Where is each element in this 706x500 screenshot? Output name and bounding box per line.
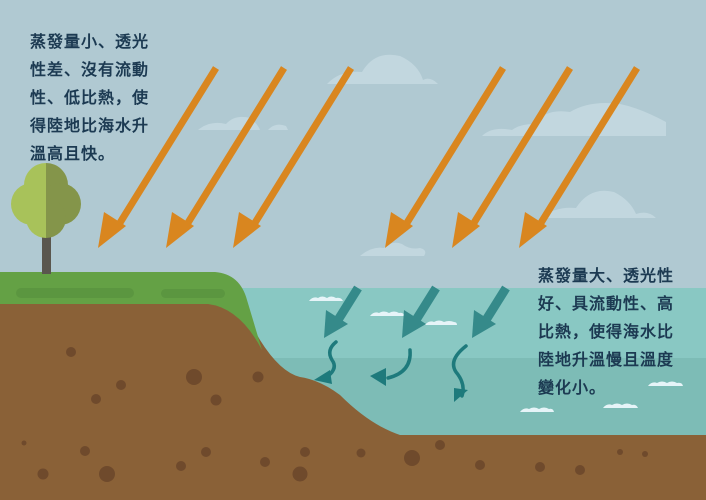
tree <box>11 163 81 274</box>
sea-caption-line: 蒸發量大、透光性 <box>538 266 675 285</box>
land-caption-line: 性差、沒有流動 <box>30 60 150 79</box>
land-caption-line: 溫高且快。 <box>30 144 116 163</box>
soil-pebbles <box>21 347 648 482</box>
land-caption-line: 蒸發量小、透光 <box>30 32 150 51</box>
tree-trunk <box>42 236 51 274</box>
tree-canopy <box>11 163 81 238</box>
land-caption: 蒸發量小、透光 性差、沒有流動 性、低比熱，使 得陸地比海水升 溫高且快。 <box>30 28 149 168</box>
land-caption-line: 得陸地比海水升 <box>30 116 150 135</box>
current-arrow <box>326 340 338 378</box>
cloud <box>482 103 666 136</box>
sea-foam <box>309 296 683 412</box>
cloud <box>268 124 288 130</box>
current-arrows <box>326 340 468 398</box>
sea-caption: 蒸發量大、透光性 好、具流動性、高 比熱，使得海水比 陸地升溫慢且溫度 變化小。 <box>538 262 674 402</box>
grass-stripe <box>16 288 134 298</box>
cloud <box>327 54 438 84</box>
grass-stripe <box>161 289 225 298</box>
current-arrow <box>451 344 468 398</box>
soil <box>0 300 706 500</box>
sea-caption-line: 好、具流動性、高 <box>538 294 675 313</box>
sea-caption-line: 陸地升溫慢且溫度 <box>538 350 675 369</box>
cloud <box>360 242 426 256</box>
current-arrow <box>386 348 412 380</box>
sea-caption-line: 變化小。 <box>538 378 607 397</box>
sea-caption-line: 比熱，使得海水比 <box>538 322 675 341</box>
land-caption-line: 性、低比熱，使 <box>30 88 150 107</box>
sea-surface-layer <box>230 288 706 358</box>
cloud <box>540 190 656 218</box>
current-arrowheads <box>314 368 468 402</box>
